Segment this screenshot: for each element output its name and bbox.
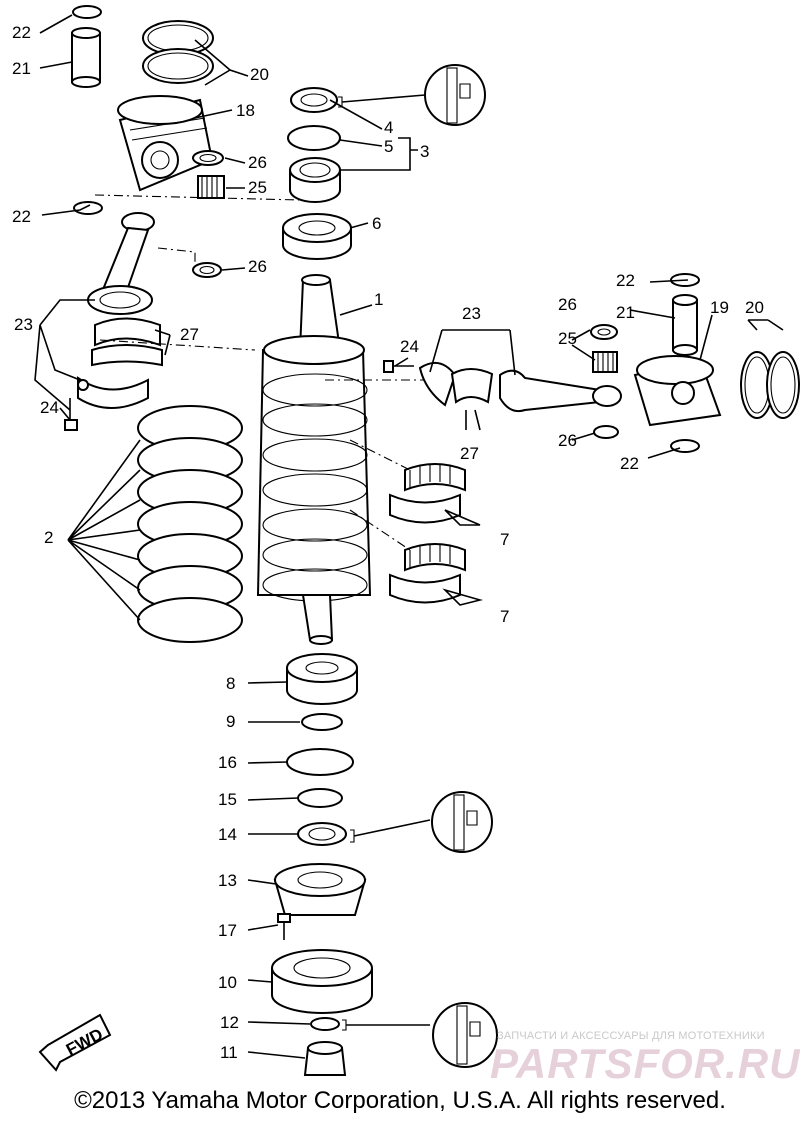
callout-13: 13 [218, 871, 237, 890]
callout-10: 10 [218, 973, 237, 992]
rod-cap-left [77, 376, 149, 409]
callout-2: 2 [44, 528, 53, 547]
callout-22: 22 [616, 271, 635, 290]
watermark-brand: PARTSFOR.RU [490, 1040, 800, 1087]
needle-bearing-small-end-left [197, 175, 225, 199]
o-ring-top [287, 125, 341, 151]
circlip-15 [297, 788, 343, 808]
callout-22: 22 [12, 23, 31, 42]
piston-pin-right [672, 294, 698, 356]
main-bearing-lower [389, 543, 466, 604]
callout-19: 19 [710, 298, 729, 317]
piston-clip-mid-left [73, 201, 103, 215]
callout-12: 12 [220, 1013, 239, 1032]
callout-11: 11 [220, 1043, 238, 1062]
fwd-arrow [38, 1013, 112, 1072]
rod-bolt-left [64, 398, 78, 431]
callout-17: 17 [218, 921, 237, 940]
detail-inset-middle [431, 791, 493, 853]
callout-24: 24 [400, 337, 419, 356]
crankshaft [256, 274, 372, 645]
o-ring-16 [286, 748, 354, 776]
ball-bearing-top [282, 213, 352, 260]
callout-15: 15 [218, 790, 237, 809]
piston-left [117, 95, 214, 192]
callout-26: 26 [558, 295, 577, 314]
detail-inset-top [338, 64, 486, 126]
oil-seal-14 [297, 819, 431, 846]
rod-cap-right [418, 361, 457, 407]
callout-16: 16 [218, 753, 237, 772]
callout-25: 25 [558, 329, 577, 348]
watermark-tagline: ЗАПЧАСТИ И АКСЕССУАРЫ ДЛЯ МОТОТЕХНИКИ [497, 1030, 765, 1042]
callout-18: 18 [236, 101, 255, 120]
callout-9: 9 [226, 712, 235, 731]
callout-21: 21 [12, 59, 31, 78]
thrust-washer-lower-left [192, 262, 222, 278]
callout-20: 20 [745, 298, 764, 317]
thrust-washer-upper-left [192, 150, 224, 166]
callout-22: 22 [12, 207, 31, 226]
callout-1: 1 [374, 290, 383, 309]
callout-20: 20 [250, 65, 269, 84]
piston-rings-left [142, 20, 214, 84]
main-bearing-upper [389, 463, 466, 524]
crank-seal-rings-stack [137, 405, 243, 643]
piston-rings-right [740, 351, 800, 419]
circlip-9 [301, 713, 343, 731]
needle-bearing-small-end-right [592, 351, 618, 373]
piston-right [633, 355, 722, 427]
ball-bearing-lower [286, 653, 358, 705]
callout-3: 3 [420, 142, 429, 161]
callout-23: 23 [462, 304, 481, 323]
thrust-washer-lower-right [593, 425, 619, 439]
callout-25: 25 [248, 178, 267, 197]
callout-22: 22 [620, 454, 639, 473]
callout-7: 7 [500, 530, 509, 549]
callout-14: 14 [218, 825, 237, 844]
callout-21: 21 [616, 303, 635, 322]
callout-7: 7 [500, 607, 509, 626]
callout-4: 4 [384, 118, 393, 137]
callout-26: 26 [248, 153, 267, 172]
connecting-rod-right [499, 369, 622, 413]
thrust-washer-upper-right [590, 324, 618, 340]
callout-24: 24 [40, 398, 59, 417]
callout-6: 6 [372, 214, 381, 233]
copyright-text: ©2013 Yamaha Motor Corporation, U.S.A. A… [74, 1087, 726, 1114]
piston-pin-left [71, 27, 101, 88]
collar-12 [310, 1017, 430, 1031]
callout-23: 23 [14, 315, 33, 334]
callout-numbers: 22 21 20 18 4 5 3 26 25 22 6 26 22 1 23 … [12, 23, 764, 1062]
needle-bearing-big-end-right [450, 368, 494, 404]
oil-seal-top [290, 87, 338, 113]
piston-clip-top-left [72, 5, 102, 19]
oil-seal-housing-13 [273, 863, 367, 916]
ball-bearing-10 [271, 949, 373, 1014]
callout-26: 26 [558, 431, 577, 450]
leader-lines [34, 14, 784, 1059]
callout-27: 27 [460, 444, 479, 463]
bolt-17 [277, 913, 291, 940]
callout-5: 5 [384, 137, 393, 156]
nut-11 [303, 1041, 347, 1076]
detail-inset-bottom [432, 1002, 498, 1068]
seal-housing-top [289, 157, 341, 203]
connecting-rod-left [87, 212, 155, 315]
callout-8: 8 [226, 674, 235, 693]
callout-26: 26 [248, 257, 267, 276]
callout-27: 27 [180, 325, 199, 344]
